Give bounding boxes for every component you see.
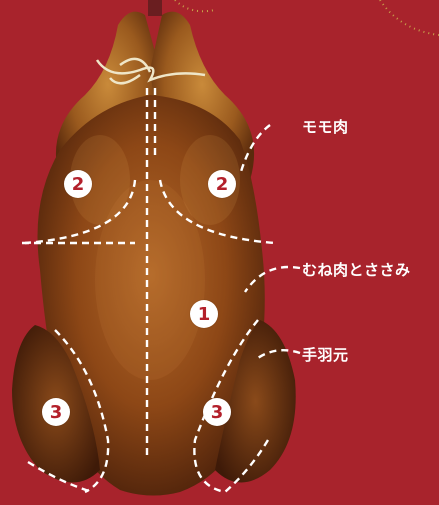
- badge-tebamoto-right: 3: [203, 398, 231, 426]
- badge-momo-left: 2: [64, 170, 92, 198]
- decor-dots-right: [380, 0, 439, 35]
- label-momo: モモ肉: [302, 116, 349, 137]
- label-mune: むね肉とささみ: [302, 259, 411, 280]
- badge-tebamoto-left: 3: [42, 398, 70, 426]
- hanger-hook: [148, 0, 162, 16]
- badge-momo-right: 2: [208, 170, 236, 198]
- label-tebamoto: 手羽元: [302, 344, 349, 365]
- decor-dots-left: [175, 0, 215, 11]
- badge-mune: 1: [190, 300, 218, 328]
